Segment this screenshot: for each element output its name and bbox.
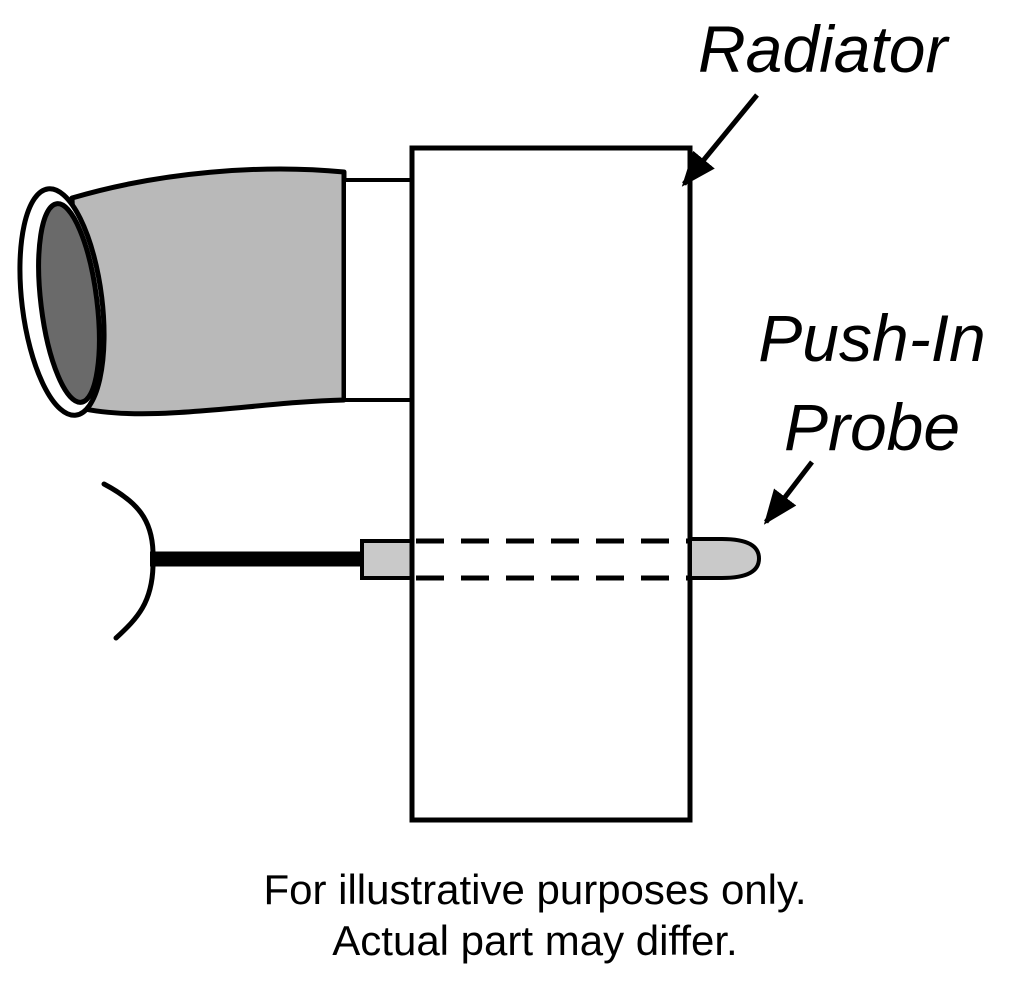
radiator-label: Radiator bbox=[698, 12, 948, 86]
disclaimer-caption: For illustrative purposes only. Actual p… bbox=[23, 864, 1024, 966]
probe-lead-wire-upper bbox=[101, 481, 156, 555]
probe-lead-wire-lower bbox=[113, 563, 156, 641]
hose-opening bbox=[36, 201, 102, 405]
disclaimer-line2: Actual part may differ. bbox=[332, 917, 738, 965]
radiator-body bbox=[409, 145, 693, 823]
probe-entry-stub bbox=[360, 539, 416, 580]
probe-tip bbox=[688, 537, 761, 580]
probe-label: Push-In Probe bbox=[726, 294, 1018, 472]
radiator-arrow-icon bbox=[681, 93, 759, 187]
probe-arrow-icon bbox=[763, 460, 814, 525]
probe-label-line2: Probe bbox=[783, 390, 961, 465]
hose-connector-collar bbox=[342, 178, 416, 402]
disclaimer-line1: For illustrative purposes only. bbox=[263, 866, 807, 913]
hose-body bbox=[69, 166, 347, 417]
probe-label-line1: Push-In bbox=[758, 301, 986, 375]
